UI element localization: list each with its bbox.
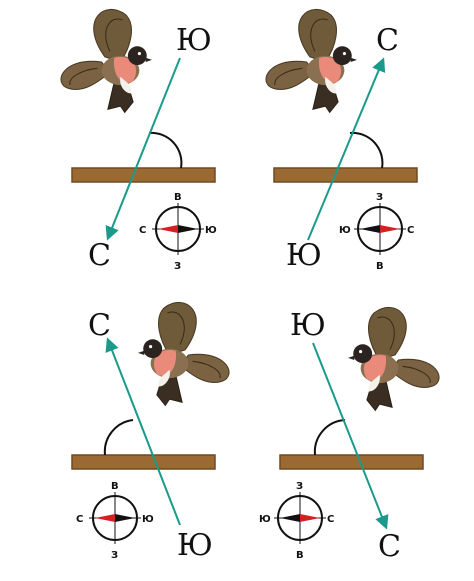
needle-red xyxy=(380,225,400,233)
panel-bottom-left: Ю С В З С Ю xyxy=(71,301,230,563)
compass-bottom-right: З В Ю С xyxy=(259,481,334,561)
perch-bottom-left xyxy=(71,454,216,470)
compass-top: З xyxy=(296,481,303,492)
needle-red xyxy=(158,225,178,233)
compass-left: Ю xyxy=(339,225,351,236)
compass-top-left: В З С Ю xyxy=(139,192,217,272)
direction-arrow-top-right xyxy=(307,57,386,241)
compass-top: З xyxy=(376,192,383,203)
compass-bottom: В xyxy=(296,550,304,561)
label-start-top-right: Ю xyxy=(286,238,322,273)
label-start-bottom-left: Ю xyxy=(177,528,213,563)
compass-left: Ю xyxy=(259,514,271,525)
direction-arrow-top-left xyxy=(105,57,181,241)
compass-top: В xyxy=(111,481,119,492)
needle-black xyxy=(178,225,198,233)
needle-black xyxy=(360,225,380,233)
compass-bottom: З xyxy=(111,550,118,561)
direction-arrow-bottom-right xyxy=(312,342,389,530)
compass-right: Ю xyxy=(142,514,154,525)
compass-right: С xyxy=(407,225,414,236)
panel-top-right: Ю С З В Ю С xyxy=(265,8,418,273)
label-start-top-left: Ю xyxy=(176,23,212,58)
bird-top-left xyxy=(60,8,153,113)
direction-arrow-bottom-left xyxy=(105,337,181,526)
perch-bottom-right xyxy=(279,454,424,470)
label-end-bottom-right: С xyxy=(378,529,401,564)
compass-top: В xyxy=(174,192,182,203)
bird-bottom-left xyxy=(137,301,230,406)
needle-red xyxy=(300,514,320,522)
label-end-bottom-left: С xyxy=(88,308,111,343)
bird-bottom-right xyxy=(347,306,440,411)
compass-bottom: З xyxy=(174,261,181,272)
angle-arc-top-right xyxy=(349,131,384,169)
angle-arc-top-left xyxy=(148,131,183,169)
needle-black xyxy=(280,514,300,522)
compass-left: С xyxy=(76,514,83,525)
label-end-top-left: С xyxy=(88,238,111,273)
perch-top-left xyxy=(71,167,216,183)
panel-top-left: Ю С В З С Ю xyxy=(60,8,217,273)
label-start-bottom-right: Ю xyxy=(290,308,326,343)
compass-top-right: З В Ю С xyxy=(339,192,414,272)
compass-right: С xyxy=(327,514,334,525)
bird-top-right xyxy=(265,8,358,113)
needle-red xyxy=(95,514,115,522)
perch-top-right xyxy=(273,167,418,183)
label-end-top-right: С xyxy=(376,23,399,58)
compass-left: С xyxy=(139,225,146,236)
angle-arc-bottom-right xyxy=(313,419,346,456)
compass-bottom-left: В З С Ю xyxy=(76,481,154,561)
compass-right: Ю xyxy=(205,225,217,236)
compass-bottom: В xyxy=(376,261,384,272)
angle-arc-bottom-left xyxy=(103,419,134,456)
panel-bottom-right: Ю С З В Ю С xyxy=(259,306,440,564)
needle-black xyxy=(115,514,135,522)
